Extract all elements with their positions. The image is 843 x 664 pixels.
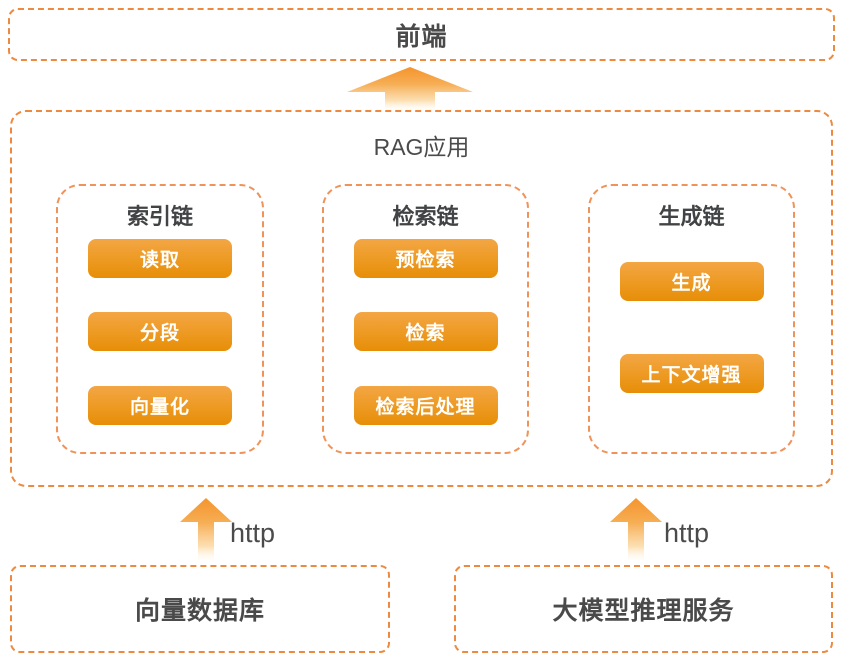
http-label-right: http xyxy=(664,518,710,548)
http-label-left: http xyxy=(230,518,276,548)
rag-app-box: RAG应用 索引链 读取 分段 向量化 检索链 预检索 检索 检索后处理 生成链… xyxy=(10,110,833,487)
up-arrow-icon-right xyxy=(610,498,662,560)
chain-title-indexing: 索引链 xyxy=(126,204,193,229)
vector-db-box: 向量数据库 xyxy=(10,565,390,653)
step-generate: 生成 xyxy=(619,262,764,301)
chain-box-retrieval: 检索链 预检索 检索 检索后处理 xyxy=(322,184,529,454)
up-arrow-icon xyxy=(347,67,473,110)
step-read: 读取 xyxy=(88,239,232,278)
chain-title-generation: 生成链 xyxy=(658,204,725,229)
chain-title-retrieval: 检索链 xyxy=(392,204,459,229)
step-retrieval: 检索 xyxy=(353,312,498,351)
rag-app-title: RAG应用 xyxy=(373,134,470,160)
chain-box-indexing: 索引链 读取 分段 向量化 xyxy=(56,184,264,454)
frontend-label: 前端 xyxy=(395,22,448,51)
step-context-augment: 上下文增强 xyxy=(619,354,764,393)
step-vectorize: 向量化 xyxy=(88,386,232,425)
up-arrow-icon-left xyxy=(180,498,232,560)
frontend-box: 前端 xyxy=(8,8,835,61)
vector-db-label: 向量数据库 xyxy=(134,597,265,625)
llm-inference-service-box: 大模型推理服务 xyxy=(454,565,833,653)
step-segment: 分段 xyxy=(88,312,232,351)
chain-box-generation: 生成链 生成 上下文增强 xyxy=(588,184,795,454)
llm-inference-service-label: 大模型推理服务 xyxy=(552,597,735,625)
step-pre-retrieval: 预检索 xyxy=(353,239,498,278)
step-post-retrieval: 检索后处理 xyxy=(353,386,498,425)
